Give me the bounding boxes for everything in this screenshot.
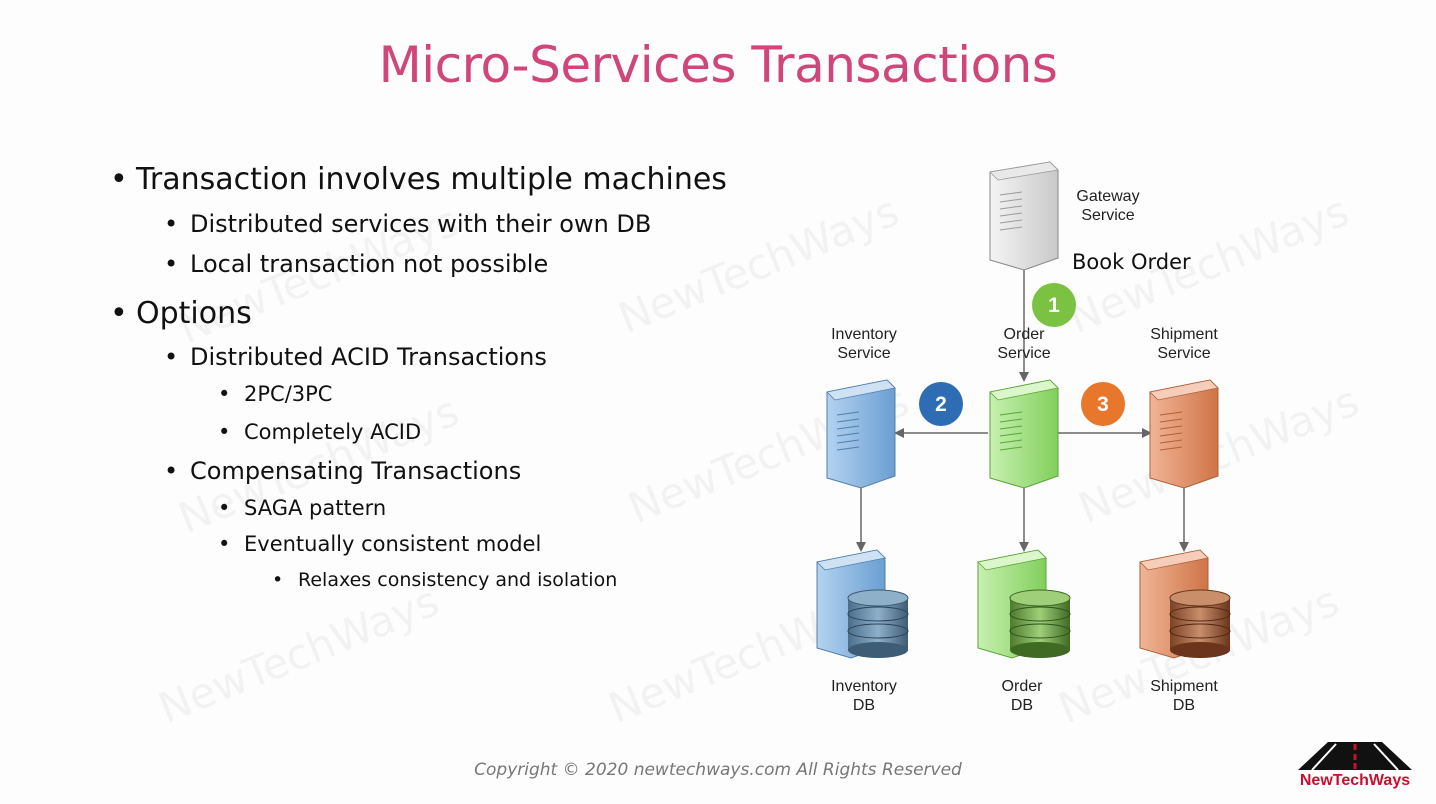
bullet-dot: • (218, 532, 231, 556)
bullet-item: • 2PC/3PC (218, 382, 333, 406)
step-3-label: 3 (1097, 393, 1109, 416)
slide-title: Micro-Services Transactions (378, 36, 1058, 94)
step-1-badge: 1 (1032, 283, 1076, 327)
bullet-item: •Options (110, 296, 252, 331)
bullet-text: Compensating Transactions (190, 457, 522, 485)
bullet-dot: • (218, 496, 231, 520)
bullet-item: • Compensating Transactions (164, 457, 522, 485)
newtechways-logo: NewTechWays (1290, 740, 1430, 795)
bullet-item: • Completely ACID (218, 420, 422, 444)
bullet-item: •Transaction involves multiple machines (110, 162, 727, 197)
copyright-footer: Copyright © 2020 newtechways.com All Rig… (474, 760, 962, 780)
bullet-text: Distributed ACID Transactions (190, 343, 547, 371)
bullet-item: • Eventually consistent model (218, 532, 542, 556)
bullet-dot: • (218, 420, 231, 444)
bullet-dot: • (164, 343, 179, 371)
step-1-label: 1 (1048, 294, 1060, 317)
shipment-db-icon (1139, 549, 1231, 659)
road-logo-icon (1298, 742, 1412, 771)
bullet-text: Transaction involves multiple machines (136, 162, 727, 197)
step-2-badge: 2 (919, 382, 963, 426)
watermark: NewTechWays (151, 576, 446, 733)
gateway-server-icon (989, 161, 1059, 271)
bullet-item: • Distributed services with their own DB (164, 210, 652, 238)
logo-text: NewTechWays (1299, 772, 1411, 789)
bullet-item: • SAGA pattern (218, 496, 387, 520)
bullet-text: 2PC/3PC (244, 382, 333, 406)
bullet-dot: • (218, 382, 231, 406)
bullet-text: Eventually consistent model (244, 532, 542, 556)
shipment-server-icon (1149, 379, 1219, 489)
bullet-dot: • (110, 296, 128, 331)
bullet-text: Local transaction not possible (190, 250, 549, 278)
order-db-icon (977, 549, 1071, 659)
bullet-dot: • (164, 210, 179, 238)
step-2-label: 2 (935, 393, 947, 416)
inventory-db-icon (816, 549, 909, 659)
bullet-dot: • (272, 569, 284, 591)
bullet-item: • Relaxes consistency and isolation (272, 569, 618, 591)
order-server-icon (989, 379, 1059, 489)
bullet-text: Relaxes consistency and isolation (298, 569, 618, 591)
bullet-item: • Distributed ACID Transactions (164, 343, 547, 371)
bullet-dot: • (110, 162, 128, 197)
bullet-item: • Local transaction not possible (164, 250, 549, 278)
bullet-text: Options (136, 296, 252, 331)
diagram-svg: 1 2 3 (816, 161, 1231, 659)
inventory-server-icon (826, 379, 896, 489)
step-3-badge: 3 (1081, 382, 1125, 426)
bullet-text: SAGA pattern (244, 496, 387, 520)
bullet-dot: • (164, 457, 179, 485)
bullet-text: Distributed services with their own DB (190, 210, 652, 238)
book-order-label: Book Order (1072, 250, 1191, 274)
bullet-dot: • (164, 250, 179, 278)
bullet-text: Completely ACID (244, 420, 422, 444)
